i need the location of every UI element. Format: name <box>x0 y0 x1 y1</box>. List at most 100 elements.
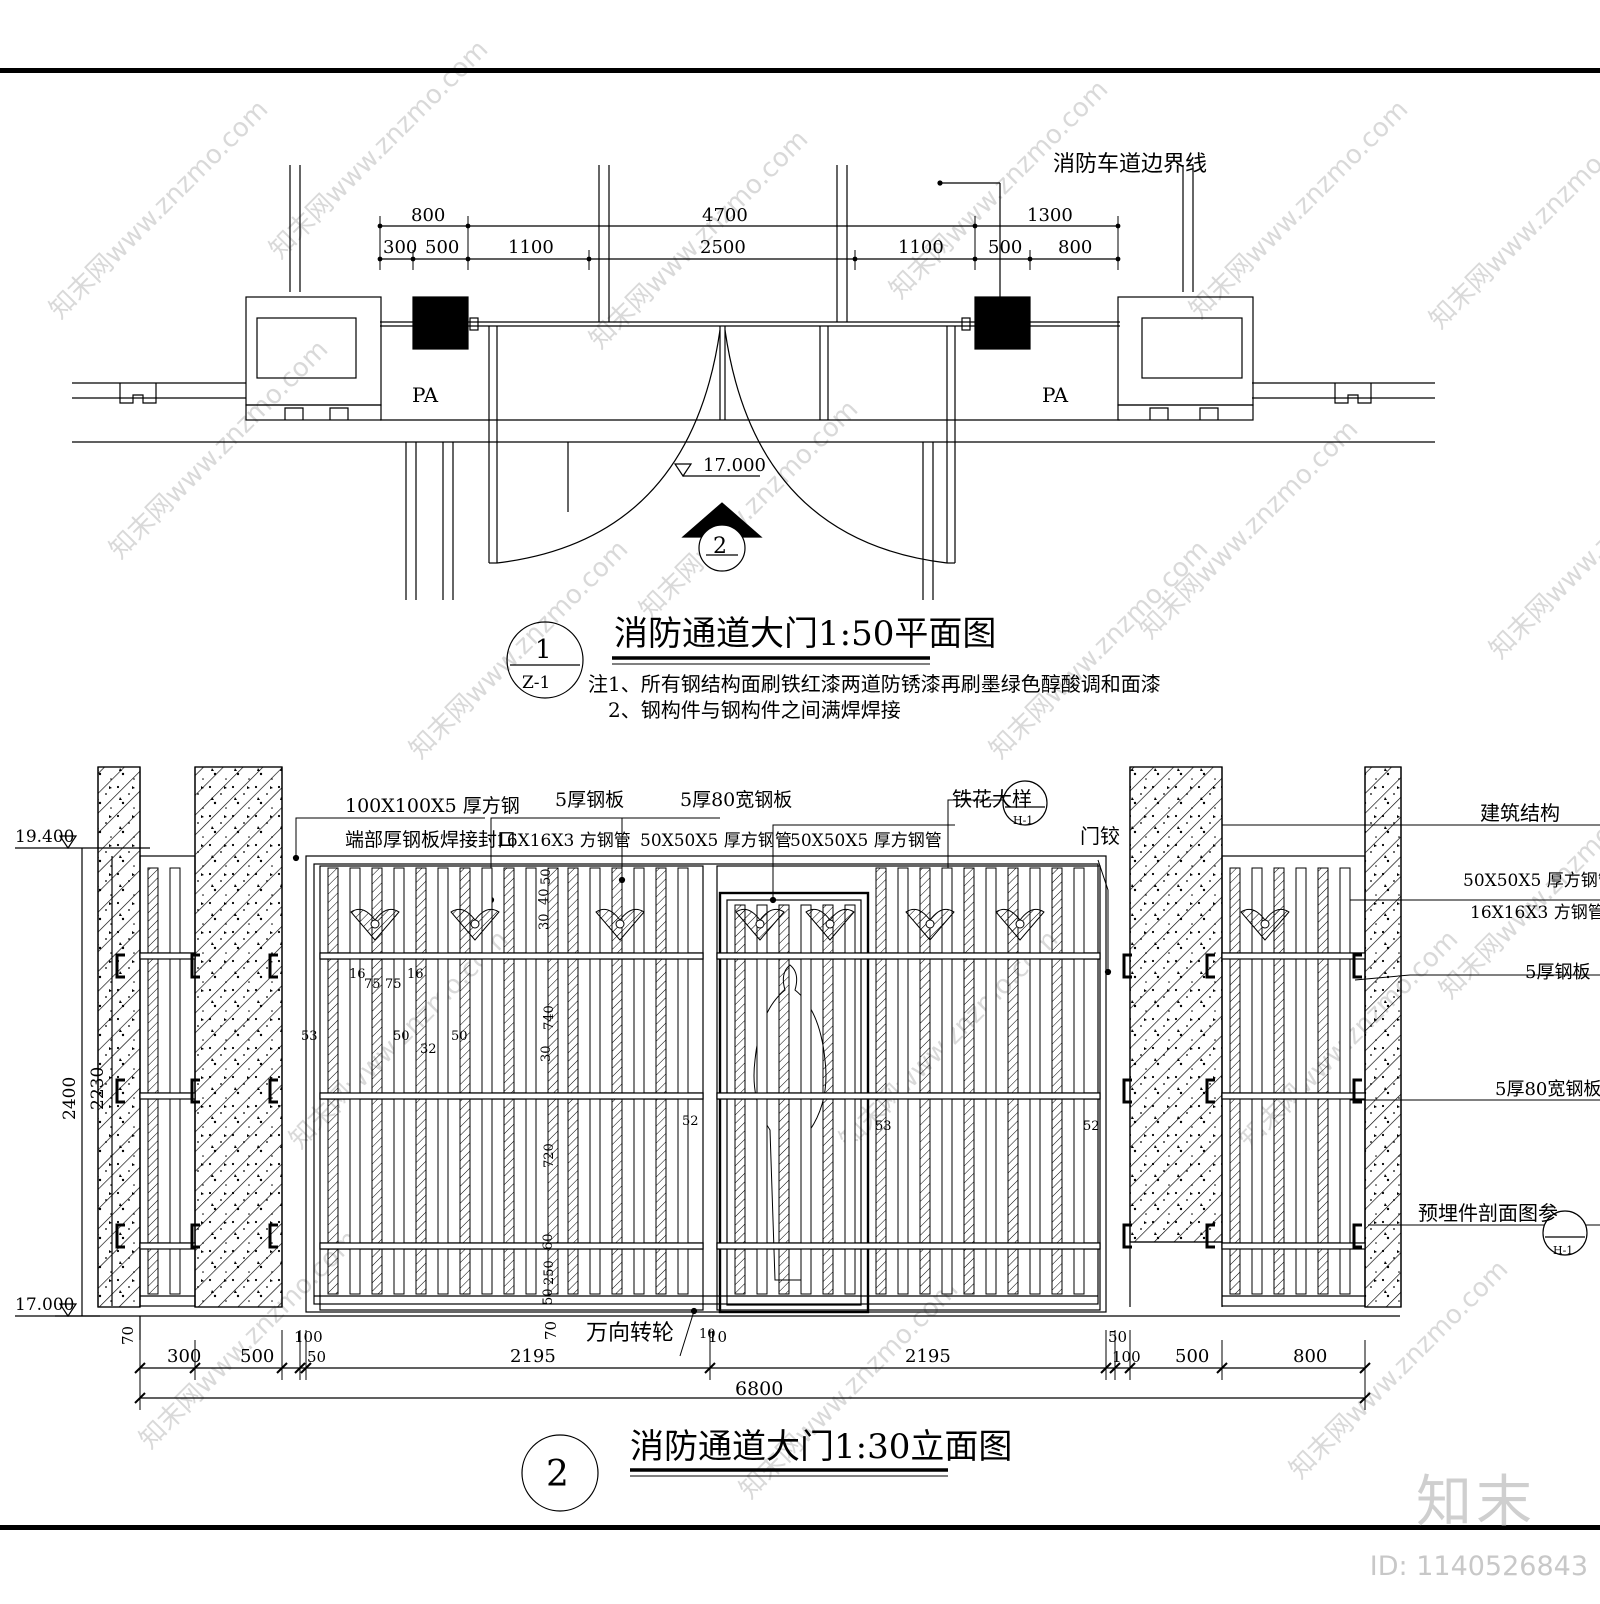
dim-tick <box>1359 1392 1371 1404</box>
level-top: 19.400 <box>15 827 74 847</box>
wall-bracket <box>1122 953 1132 979</box>
ann-r-sq50: 50X50X5 厚方钢管 <box>1463 871 1600 891</box>
bottom-dim-0: 300 <box>167 1346 201 1367</box>
iron-flower <box>595 908 645 941</box>
gate-bar <box>875 867 887 1295</box>
ann-r-sq16: 16X16X3 方钢管 <box>1470 903 1600 923</box>
plan-dim-300: 300 <box>383 237 417 258</box>
wall-bracket <box>1122 1078 1132 1104</box>
ann-caster: 万向转轮 <box>586 1321 674 1346</box>
watermark-text: 知末网www.znzmo.com <box>1484 434 1600 665</box>
inner-dim-14: 50 <box>541 1288 556 1305</box>
bottom-dim-7: 50 <box>1108 1328 1127 1346</box>
gate-bar <box>349 867 361 1295</box>
gate-bar <box>481 867 493 1295</box>
ann-plate5: 5厚钢板 <box>555 789 624 811</box>
inner-dim-19: 40 <box>537 888 552 905</box>
gate-bar <box>503 867 515 1295</box>
inner-dim-18: 30 <box>537 913 552 930</box>
inner-dim-4: 50 <box>393 1029 410 1044</box>
rail <box>1221 1242 1366 1250</box>
gate-bar <box>985 867 997 1295</box>
rail <box>139 1092 196 1100</box>
ann-structure: 建筑结构 <box>1480 801 1560 825</box>
gate-bar <box>393 867 405 1295</box>
plan-ref-num: 1 <box>535 635 552 665</box>
dim-tick <box>704 1362 716 1374</box>
gate-bar <box>1051 867 1063 1295</box>
ann-hinge: 门铰 <box>1080 824 1120 848</box>
gate-bar <box>589 867 601 1295</box>
gate-bar <box>655 867 667 1295</box>
dim-70b: 70 <box>542 1321 560 1340</box>
iron-flower <box>805 908 855 941</box>
gate-bar <box>547 867 559 1295</box>
plan-note-1: 注1、所有钢结构面刷铁红漆两道防锈漆再刷墨绿色醇酸调和面漆 <box>588 672 1161 696</box>
frame-line-top <box>0 68 1600 73</box>
dim-tick <box>1216 1362 1228 1374</box>
plan-view <box>72 165 1435 699</box>
dim-total: 6800 <box>735 1378 783 1400</box>
bottom-dim-9: 500 <box>1175 1346 1209 1367</box>
gate-bar <box>371 867 383 1295</box>
watermark-text: 知末网www.znzmo.com <box>634 394 865 625</box>
plan-dim-1100a: 1100 <box>508 237 554 258</box>
detail-ref-top: H-1 <box>1013 814 1033 827</box>
bottom-dim-6: 2195 <box>905 1346 951 1367</box>
iron-flower <box>905 908 955 941</box>
dim-tick <box>1109 1362 1121 1374</box>
iron-flower-knob <box>755 919 765 929</box>
wall-bracket <box>1352 953 1362 979</box>
ann-r-wide: 5厚80宽钢板 <box>1495 1079 1600 1100</box>
plan-level: 17.000 <box>703 455 766 476</box>
rail <box>1221 952 1366 960</box>
inner-dim-13: 60 <box>541 1233 556 1250</box>
wall-bracket <box>115 1223 125 1249</box>
ann-r-plate5: 5厚钢板 <box>1525 962 1590 983</box>
plan-section-mark: 2 <box>713 534 727 559</box>
gate-bar <box>437 867 449 1295</box>
dim-tick <box>1124 1362 1136 1374</box>
inner-dim-8: 52 <box>682 1114 699 1129</box>
wall-bracket <box>1352 1078 1362 1104</box>
plan-ref-sheet: Z-1 <box>522 673 550 693</box>
plan-dim-500: 500 <box>425 237 459 258</box>
inner-dim-17: 740 <box>542 1005 557 1030</box>
rail <box>1221 1092 1366 1100</box>
rail <box>716 952 1101 960</box>
watermark-text: 知末网www.znzmo.com <box>44 94 275 325</box>
wall-bracket <box>268 1078 278 1104</box>
rail <box>319 1242 704 1250</box>
side-bar <box>1229 867 1241 1295</box>
dim-tick <box>1100 1362 1112 1374</box>
iron-flower-knob <box>1015 919 1025 929</box>
inner-dim-9: 53 <box>875 1119 892 1134</box>
gate-bar <box>567 867 579 1295</box>
ann-steel-100: 100X100X5 厚方钢 <box>345 795 520 817</box>
wall-bracket <box>1205 953 1215 979</box>
inner-dim-1: 75 <box>364 977 381 992</box>
inner-dim-2: 75 <box>385 977 402 992</box>
watermark-text: 知末网www.znzmo.com <box>404 534 635 765</box>
gate-bar <box>633 867 645 1295</box>
gate-bar <box>919 867 931 1295</box>
dim-tick <box>300 1362 312 1374</box>
iron-flower-knob <box>370 919 380 929</box>
bottom-dim-4: 2195 <box>510 1346 556 1367</box>
ann-embed: 预埋件剖面图参 <box>1418 1201 1558 1225</box>
ann-sq50b: 50X50X5 厚方钢管 <box>790 831 942 851</box>
dim-2400: 2400 <box>60 1077 80 1120</box>
dim-70: 70 <box>119 1326 137 1345</box>
watermark-text: 知末网www.znzmo.com <box>104 334 335 565</box>
inner-dim-3: 16 <box>407 967 424 982</box>
elevation-view <box>15 766 1600 1512</box>
dim-tick <box>1359 1362 1371 1374</box>
gate-bar <box>525 867 537 1295</box>
ann-ironflower: 铁花大样 <box>952 787 1032 811</box>
gate-bar <box>611 867 623 1295</box>
plan-note-2: 2、钢构件与钢构件之间满焊焊接 <box>608 698 901 722</box>
wall-bracket <box>1352 1223 1362 1249</box>
frame-line-bottom <box>0 1525 1600 1530</box>
